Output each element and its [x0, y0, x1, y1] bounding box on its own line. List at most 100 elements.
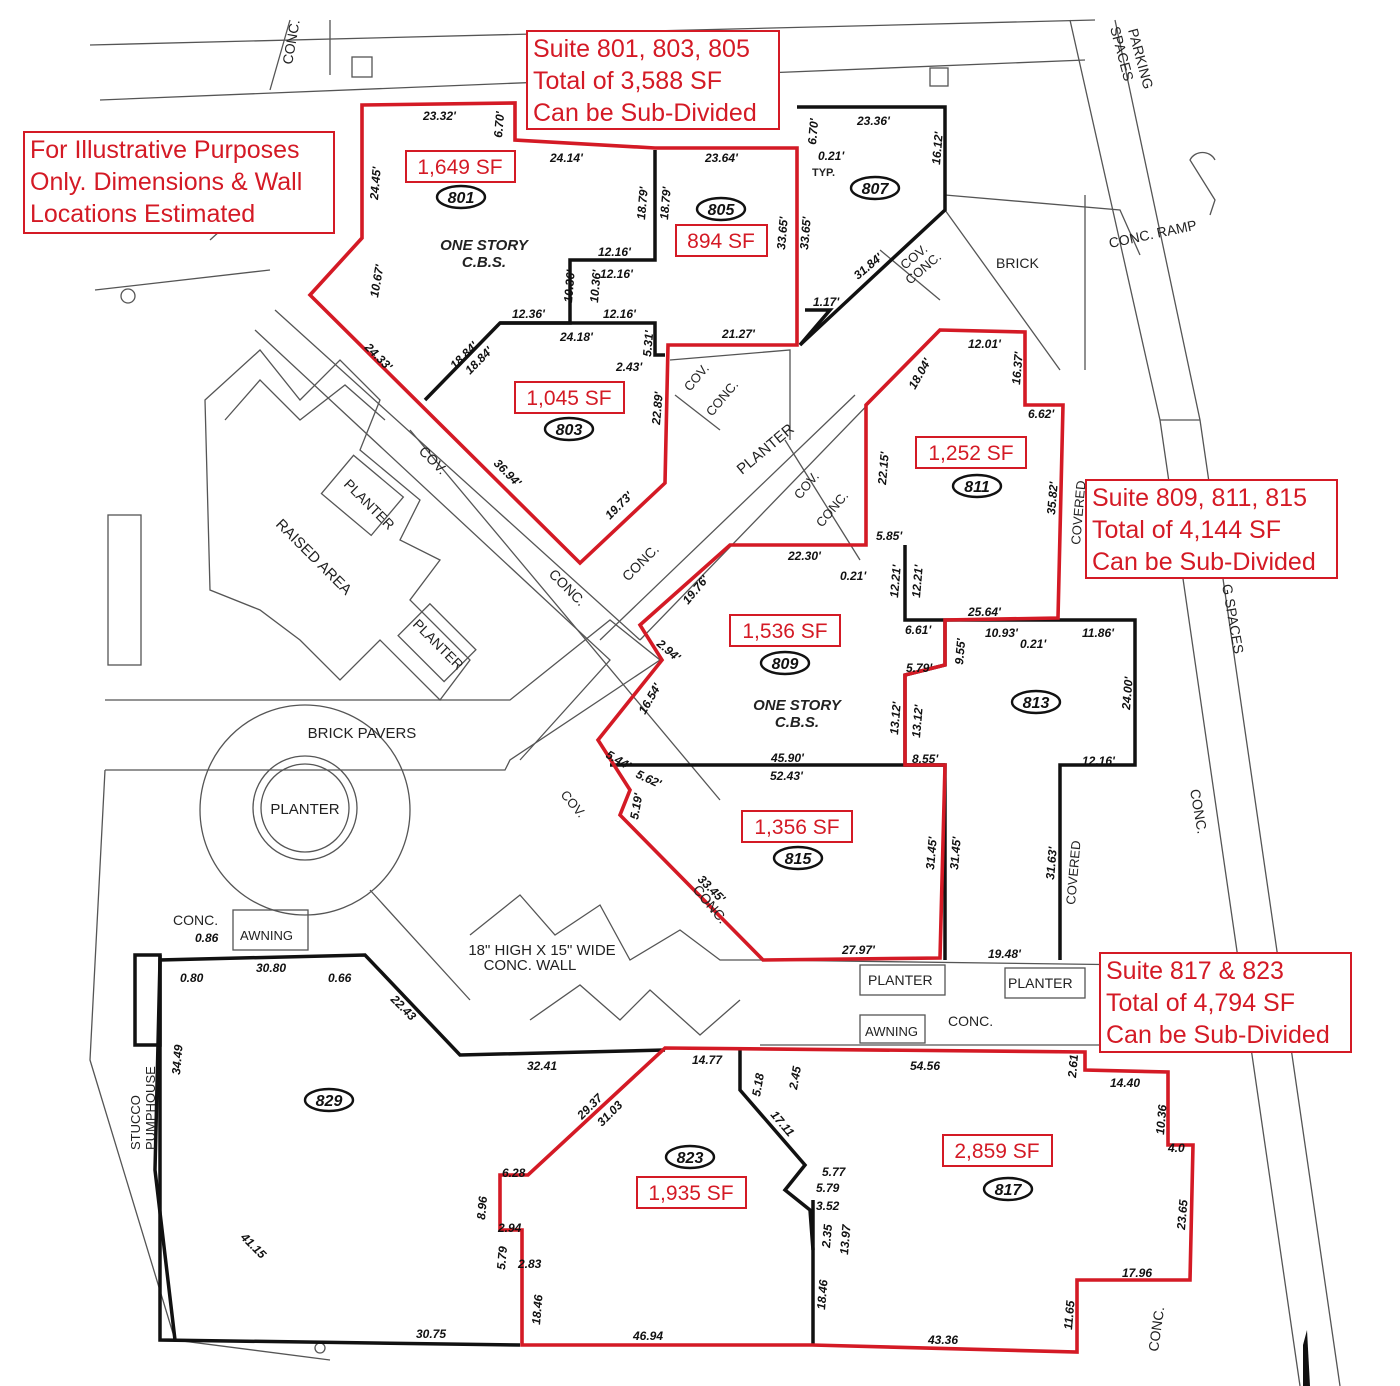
dim-label: 22.89'	[649, 390, 666, 426]
oval-811: 811	[951, 473, 1003, 499]
dim-label: 9.55'	[952, 637, 968, 665]
oval-813: 813	[1010, 689, 1062, 715]
dim-label: 11.86'	[1082, 626, 1115, 640]
dim-label: 2.43'	[615, 360, 643, 374]
awning-label-1: AWNING	[240, 928, 293, 943]
suite-group-total: Total of 3,588 SF	[533, 67, 723, 95]
suite-801-area: 1,649 SF	[417, 156, 502, 179]
dim-label: 18.79'	[657, 185, 674, 220]
dim-label: 22.15'	[875, 450, 892, 486]
oval-805: 805	[695, 196, 747, 222]
oval-815: 815	[772, 845, 824, 871]
dim-label: 12.36'	[512, 307, 546, 321]
dim-label: 2.61	[1065, 1053, 1081, 1079]
dim-label: 8.55'	[912, 752, 939, 766]
dim-label: 6.61'	[905, 623, 932, 637]
dim-label: 6.28	[502, 1166, 526, 1180]
dim-label: 14.40	[1110, 1076, 1140, 1090]
dim-label: 10.93'	[985, 626, 1019, 640]
dim-label: 13.12'	[887, 700, 904, 735]
suite-809-area: 1,536 SF	[742, 620, 827, 643]
oval-809: 809	[759, 650, 811, 676]
dim-label: 31.84'	[851, 250, 886, 283]
raised-area-label: RAISED AREA	[272, 516, 355, 599]
planter-label-1: PLANTER	[341, 476, 398, 533]
dim-label: 27.97'	[841, 943, 876, 957]
suite-809-number: 809	[772, 656, 799, 673]
dim-label: 12.16'	[603, 307, 637, 321]
dim-label: 24.14'	[549, 151, 584, 165]
covered-label-2: COVERED	[1063, 840, 1084, 905]
suite-817-area: 2,859 SF	[954, 1140, 1039, 1163]
dim-label: 10.36	[1153, 1104, 1170, 1135]
area-809: 1,536 SF	[729, 614, 841, 647]
dim-label: 23.64'	[704, 151, 739, 165]
dim-label: 6.70'	[805, 117, 821, 145]
illustrative-note-line: Only. Dimensions & Wall	[30, 168, 303, 196]
suite-803-area: 1,045 SF	[526, 387, 611, 410]
planter-label-2: PLANTER	[410, 616, 467, 673]
cov-conc-2b: CONC.	[703, 377, 741, 419]
planter-circle-label: PLANTER	[270, 801, 339, 818]
conc-label-1: CONC.	[619, 541, 662, 584]
suite-area-labels: 1,649 SF 894 SF 1,045 SF 1,252 SF 1,536 …	[405, 150, 1053, 1209]
brick-pavers-label: BRICK PAVERS	[308, 725, 417, 742]
dim-label: 22.43	[387, 992, 419, 1024]
dim-label: 18.46	[814, 1279, 831, 1310]
planter-label-3: PLANTER	[868, 972, 933, 988]
wall-note-1: 18" HIGH X 15" WIDE	[468, 942, 615, 959]
oval-803: 803	[543, 416, 595, 442]
dim-label: 12.16'	[1082, 754, 1116, 768]
suite-805-area: 894 SF	[687, 230, 755, 253]
boundary-801-803-805	[307, 101, 799, 566]
dim-label: 17.11	[768, 1108, 798, 1140]
dim-label: 23.65	[1174, 1199, 1191, 1231]
suite-811-area: 1,252 SF	[928, 442, 1013, 465]
cov-conc-2a: COV.	[681, 361, 712, 394]
dim-label: 12.21'	[887, 563, 904, 598]
oval-817: 817	[982, 1176, 1034, 1202]
dim-label: 24.33'	[361, 340, 396, 375]
oval-801: 801	[435, 184, 487, 210]
conc-label-5: CONC.	[1187, 788, 1211, 835]
dim-label: 2.94'	[653, 636, 684, 665]
area-801: 1,649 SF	[405, 150, 516, 183]
conc-ramp-label: CONC. RAMP	[1107, 217, 1198, 251]
dim-label: 5.62'	[634, 767, 665, 791]
north-arrow-icon	[1303, 1330, 1310, 1386]
dim-label: 19.76'	[680, 572, 713, 607]
oval-829: 829	[303, 1087, 355, 1113]
dim-label: 32.41	[527, 1059, 557, 1073]
dim-label: 17.96	[1122, 1266, 1152, 1280]
dim-label: 18.46	[529, 1294, 546, 1325]
dim-label: 23.32'	[422, 109, 457, 123]
dim-label: 18.79'	[634, 185, 651, 220]
dim-label: 5.85'	[876, 529, 903, 543]
dim-label: 43.36	[927, 1333, 958, 1347]
site-linework	[89, 19, 1341, 1386]
suite-815-number: 815	[785, 851, 813, 868]
conc-label-7: CONC.	[1145, 1306, 1167, 1353]
brick-label: BRICK	[996, 255, 1039, 271]
suite-803-number: 803	[556, 422, 583, 439]
dim-label: 33.65'	[797, 215, 814, 250]
pumphouse-label-2: PUMPHOUSE	[143, 1066, 158, 1150]
dim-label: 35.82'	[1044, 480, 1061, 515]
dim-label: 0.21'	[818, 149, 845, 163]
suite-group-title: Suite 809, 811, 815	[1092, 484, 1307, 512]
dim-label: 21.27'	[721, 327, 756, 341]
suite-group-title: Suite 801, 803, 805	[533, 35, 750, 63]
dim-label: 3.52	[816, 1199, 840, 1213]
suite-group-note: Can be Sub-Divided	[1092, 548, 1316, 576]
dim-label: 45.90'	[770, 751, 805, 765]
dim-label: 10.36'	[587, 268, 604, 303]
dim-label: 0.66	[328, 971, 352, 985]
planter-diag-label: PLANTER	[734, 420, 798, 478]
dim-label: 10.67'	[367, 263, 387, 299]
dim-label: 13.97	[837, 1223, 854, 1255]
dim-label: 5.31'	[640, 329, 656, 357]
dim-label: 36.94'	[491, 456, 525, 490]
suite-815-area: 1,356 SF	[754, 816, 839, 839]
dim-label: 5.18	[749, 1072, 767, 1098]
